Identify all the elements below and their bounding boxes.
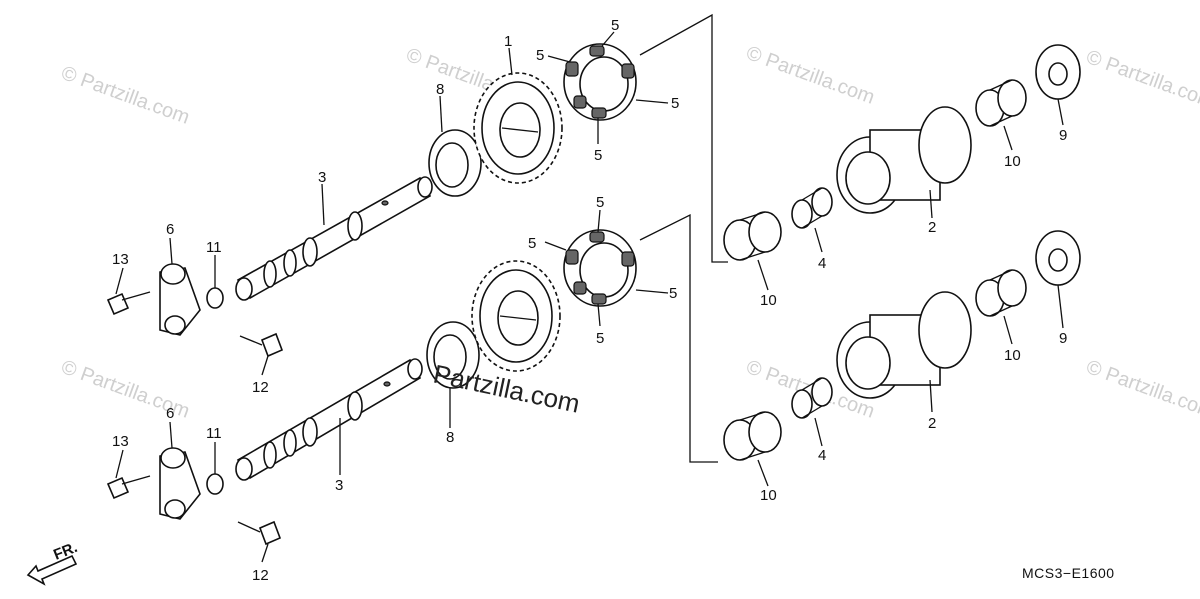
label-5-e: 5 [596,194,604,211]
label-13-upper: 13 [112,251,129,268]
shaft-lower [235,358,423,481]
label-5-f: 5 [528,235,536,252]
label-5-d: 5 [594,147,602,164]
label-11-upper: 11 [206,239,222,256]
label-5-c: 5 [671,95,679,112]
watermark-7: © Partzilla.com [1083,356,1200,423]
diagram-code: MCS3−E1600 [1022,565,1115,581]
label-8-lower: 8 [446,429,454,446]
label-13-lower: 13 [112,433,129,450]
label-12-lower: 12 [252,567,269,584]
label-12-upper: 12 [252,379,269,396]
damper-ring-lower [563,229,637,307]
watermark-4: © Partzilla.com [1083,46,1200,113]
housing-lower [836,291,972,399]
damper-ring-upper [563,43,637,121]
seal-upper [428,129,482,197]
watermark-1: © Partzilla.com [58,62,192,129]
seal-lower [426,321,480,389]
arm-upper [106,263,284,358]
shaft-upper [235,176,433,301]
label-3-lower: 3 [335,477,343,494]
gear-upper [473,72,563,184]
label-10-upper-b: 10 [1004,153,1021,170]
bearing-upper-b [975,79,1027,127]
front-indicator: FR. [26,539,80,586]
housing-upper [836,106,972,214]
collar-upper [791,187,833,229]
arm-lower [106,447,282,546]
label-8-upper: 8 [436,81,444,98]
label-2-lower: 2 [928,415,936,432]
label-9-lower: 9 [1059,330,1067,347]
label-9-upper: 9 [1059,127,1067,144]
label-5-h: 5 [596,330,604,347]
gear-lower [471,260,561,372]
bearing-lower-b [975,269,1027,317]
label-10-lower-b: 10 [1004,347,1021,364]
label-5-a: 5 [536,47,544,64]
lower-assembly [106,213,1081,546]
label-4-upper: 4 [818,255,826,272]
label-2-upper: 2 [928,219,936,236]
label-5-b: 5 [611,17,619,34]
label-1: 1 [504,33,512,50]
collar-lower [791,377,833,419]
front-arrow-icon [26,554,78,586]
front-label: FR. [51,539,80,564]
part-labels: 1 8 3 5 5 5 5 5 5 5 5 6 11 13 12 8 3 6 1… [112,17,1067,584]
label-11-lower: 11 [206,425,222,442]
bearing-lower-a [723,411,782,461]
label-6-lower: 6 [166,405,174,422]
washer-lower [1035,230,1081,286]
upper-assembly [106,13,1081,358]
label-4-lower: 4 [818,447,826,464]
label-5-g: 5 [669,285,677,302]
bearing-upper-a [723,211,782,261]
watermark-3: © Partzilla.com [743,42,877,109]
label-3-upper: 3 [318,169,326,186]
bracket-line-lower [639,213,718,463]
label-10-lower-a: 10 [760,487,777,504]
label-6-upper: 6 [166,221,174,238]
leader-lines [115,31,1064,563]
washer-upper [1035,44,1081,100]
bracket-line-upper [639,13,728,263]
label-10-upper-a: 10 [760,292,777,309]
